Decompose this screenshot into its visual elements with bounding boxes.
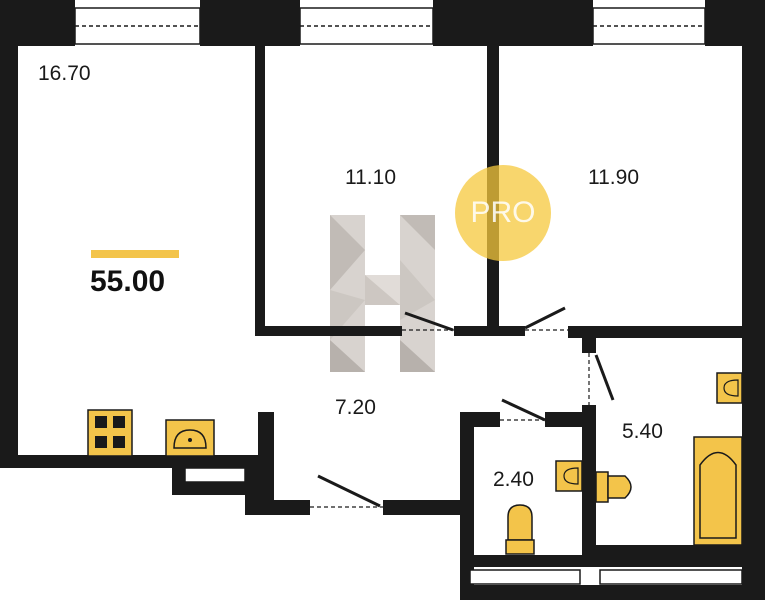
area-room-middle: 11.10 <box>345 166 396 189</box>
washbasin-icon <box>555 460 583 492</box>
total-area-bar <box>91 250 179 258</box>
area-toilet: 2.40 <box>493 468 534 491</box>
logo-watermark <box>330 215 435 372</box>
area-room-right: 11.90 <box>588 166 639 189</box>
area-room-left: 16.70 <box>38 62 91 85</box>
stove-icon <box>87 409 133 457</box>
kitchen-sink-icon <box>165 419 215 457</box>
area-hall: 7.20 <box>335 396 376 419</box>
toilet-icon <box>595 471 632 503</box>
washbasin-icon <box>716 372 743 404</box>
doors <box>310 306 615 508</box>
pro-badge: PRO <box>455 165 551 261</box>
pro-badge-label: PRO <box>470 196 536 229</box>
windows <box>74 7 743 585</box>
toilet-icon <box>505 504 535 555</box>
area-bathroom: 5.40 <box>622 420 663 443</box>
bathtub-icon <box>693 436 743 546</box>
total-area: 55.00 <box>90 265 166 298</box>
